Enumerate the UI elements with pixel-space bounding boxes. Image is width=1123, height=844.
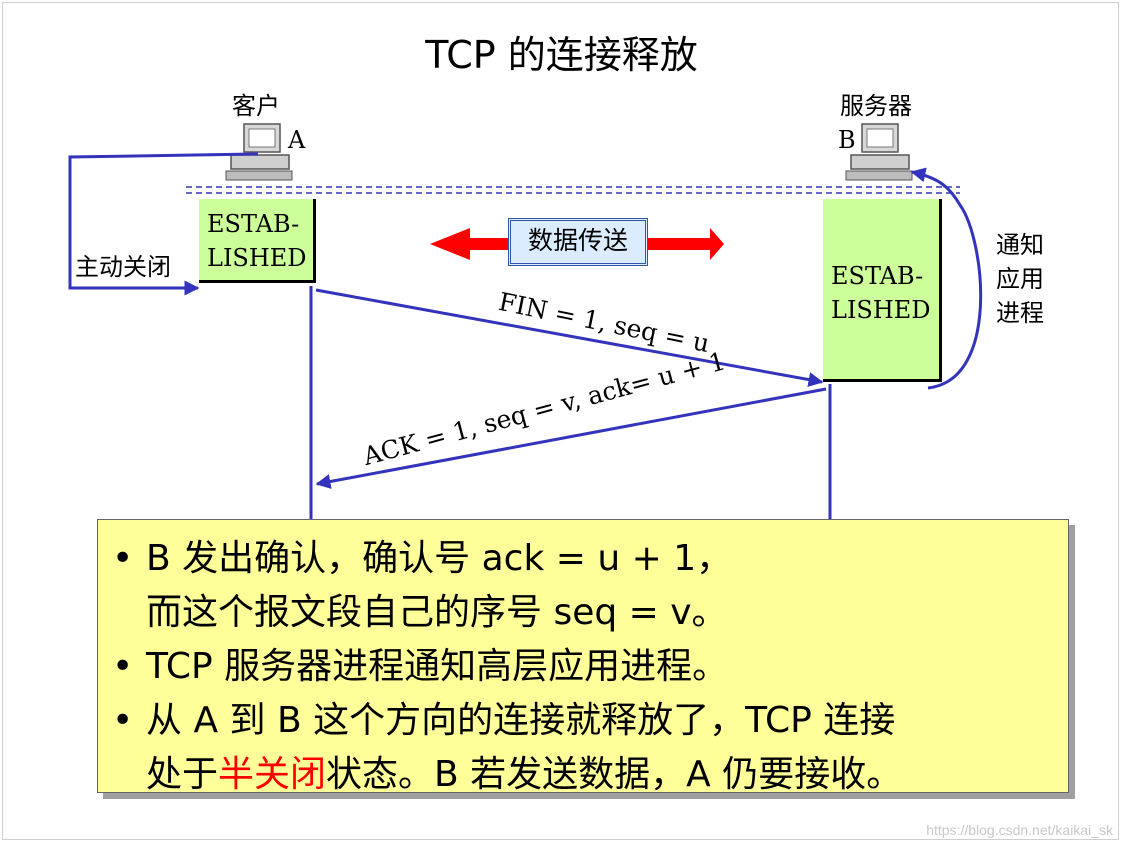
note-text: 处于 (146, 754, 219, 795)
client-label: 客户 (232, 92, 280, 120)
note-item: • B 发出确认，确认号 ack = u + 1， 而这个报文段自己的序号 se… (112, 532, 1068, 640)
notify-app-label: 通知 应用 进程 (996, 228, 1044, 330)
page-title: TCP 的连接释放 (425, 33, 698, 77)
ack-arrow (315, 387, 827, 489)
server-label: 服务器 (840, 92, 912, 120)
bullet: • (112, 538, 134, 579)
client-computer-icon (225, 123, 293, 181)
watermark: https://blog.csdn.net/kaikai_sk (926, 822, 1113, 838)
bullet: • (112, 646, 134, 687)
client-id: A (288, 126, 306, 154)
server-state-box: ESTAB- LISHED (823, 199, 942, 382)
note-line: 处于半关闭状态。B 若发送数据，A 仍要接收。 (146, 748, 1068, 802)
bullet: • (112, 700, 134, 741)
notes-panel: • B 发出确认，确认号 ack = u + 1， 而这个报文段自己的序号 se… (97, 519, 1069, 795)
client-state-box: ESTAB- LISHED (199, 199, 316, 283)
notify-app-arrow (910, 167, 983, 390)
notify-app-label-line: 进程 (996, 299, 1044, 327)
server-state-line: LISHED (831, 296, 931, 324)
note-line: 从 A 到 B 这个方向的连接就释放了，TCP 连接 (146, 700, 896, 741)
fin-arrow (315, 288, 824, 387)
data-transfer-label: 数据传送 (508, 218, 648, 266)
notify-app-label-line: 应用 (996, 265, 1044, 293)
server-computer-icon (845, 123, 913, 181)
note-line: B 发出确认，确认号 ack = u + 1， (146, 538, 733, 579)
half-close-highlight: 半关闭 (218, 754, 327, 795)
client-state-line: ESTAB- (207, 210, 300, 238)
server-id: B (838, 126, 856, 154)
server-state-line: ESTAB- (831, 262, 924, 290)
client-state-line: LISHED (207, 244, 307, 272)
note-line: TCP 服务器进程通知高层应用进程。 (146, 646, 729, 687)
note-text: 状态。B 若发送数据，A 仍要接收。 (326, 754, 903, 795)
note-item: • TCP 服务器进程通知高层应用进程。 (112, 640, 1068, 694)
notify-app-label-line: 通知 (996, 231, 1044, 259)
active-close-label: 主动关闭 (75, 253, 171, 281)
active-close-arrow (68, 152, 259, 296)
note-line: 而这个报文段自己的序号 seq = v。 (146, 592, 728, 633)
note-item: • 从 A 到 B 这个方向的连接就释放了，TCP 连接 处于半关闭状态。B 若… (112, 694, 1068, 802)
